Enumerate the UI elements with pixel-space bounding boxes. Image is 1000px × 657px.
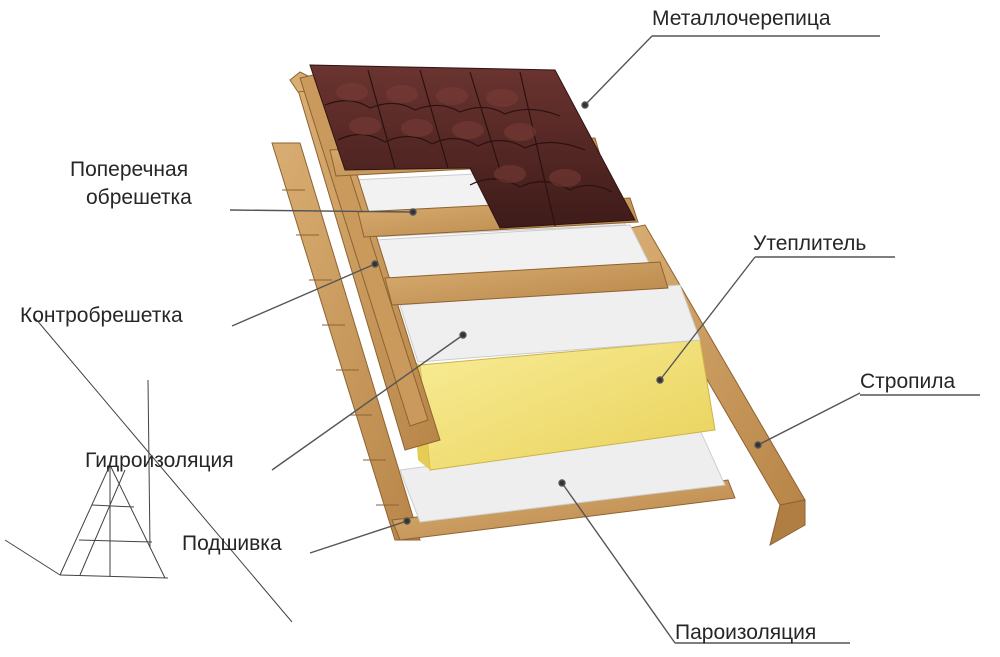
background-roof-sketch [4,317,293,623]
label-waterproofing: Гидроизоляция [85,449,234,472]
label-vapor-barrier: Пароизоляция [675,621,817,644]
leader-lines [229,35,980,644]
label-metal-tile: Металлочерепица [652,7,831,30]
label-rafters: Стропила [860,370,956,393]
soffit-boards [271,142,421,541]
label-soffit: Подшивка [182,532,282,555]
label-cross-battens: Поперечная обрешетка [70,156,192,212]
label-cross-battens-line2: обрешетка [86,186,192,209]
label-insulation: Утеплитель [753,232,867,255]
metal-tile-roofing [309,64,636,229]
counter-batten [299,73,429,427]
label-cross-battens-line1: Поперечная [70,158,189,181]
label-counter-battens: Контробрешетка [20,304,183,327]
